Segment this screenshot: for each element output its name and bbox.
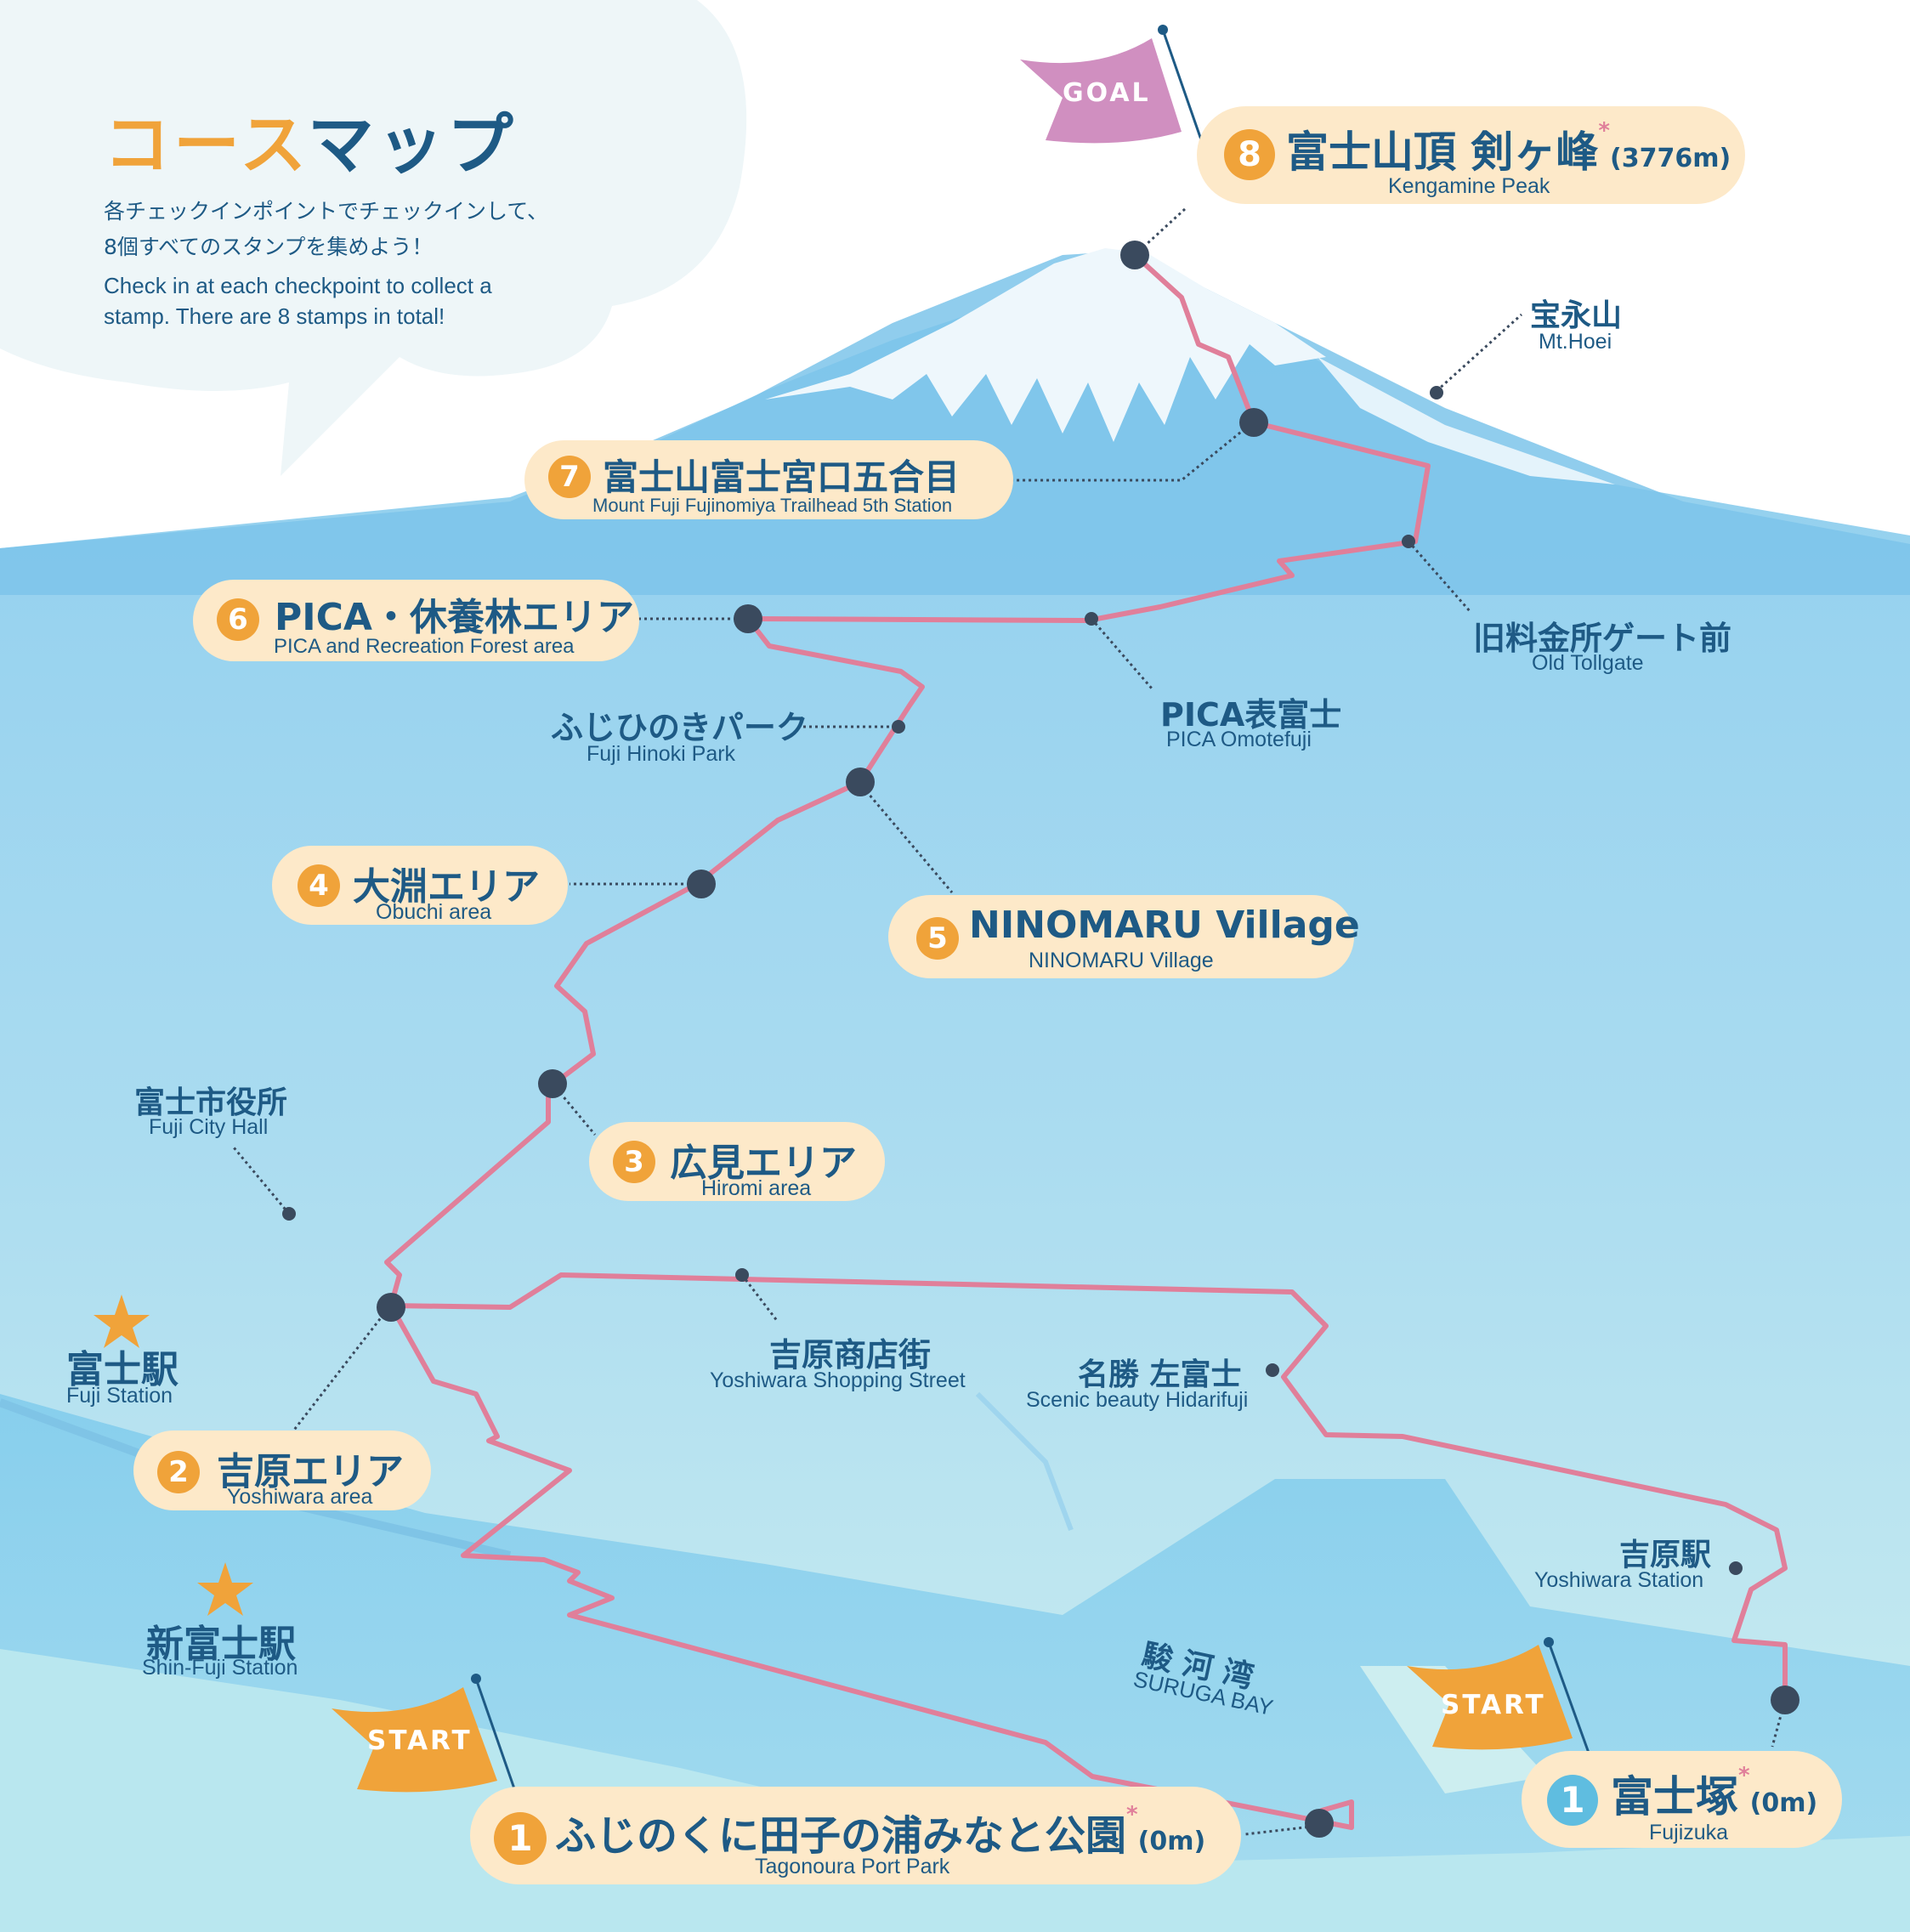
checkpoint-2[interactable]: 2 吉原エリア Yoshiwara area (133, 1431, 431, 1510)
checkpoint-name-jp: ふじのくに田子の浦みなと公園*(0m) (555, 1802, 1206, 1860)
shopping-street-label-en: Yoshiwara Shopping Street (710, 1368, 966, 1392)
hoei-label-en: Mt.Hoei (1539, 330, 1612, 354)
checkpoint-1-fujizuka[interactable]: 1 富士塚*(0m) Fujizuka (1522, 1751, 1842, 1848)
shinfuji-station-label-en: Shin-Fuji Station (142, 1656, 298, 1680)
checkpoint-8[interactable]: 8 富士山頂 剣ヶ峰*(3776m) Kengamine Peak (1197, 106, 1745, 204)
hinoki-label-jp: ふじひのきパーク (551, 709, 808, 746)
checkpoint-name-en: PICA and Recreation Forest area (274, 635, 575, 658)
shinfuji-station-label-jp: 新富士駅 (146, 1623, 296, 1666)
cityhall-label-jp: 富士市役所 (134, 1085, 288, 1120)
cityhall-label-en: Fuji City Hall (149, 1115, 269, 1139)
checkpoint-7[interactable]: 7 富士山富士宮口五合目 Mount Fuji Fujinomiya Trail… (524, 440, 1013, 519)
checkpoint-dots (377, 241, 1799, 1838)
yoshiwara-station-label-en: Yoshiwara Station (1534, 1568, 1704, 1592)
checkpoint-3[interactable]: 3 広見エリア Hiromi area (589, 1122, 885, 1201)
checkpoint-4[interactable]: 4 大淵エリア Obuchi area (272, 846, 568, 925)
description-en: Check in at each checkpoint to collect a… (104, 270, 492, 331)
star-icon (94, 1295, 150, 1348)
checkpoint-1-tagonoura[interactable]: 1 ふじのくに田子の浦みなと公園*(0m) Tagonoura Port Par… (470, 1787, 1241, 1884)
desc-en-line1: Check in at each checkpoint to collect a (104, 273, 492, 298)
checkpoint-name-jp: PICA・休養林エリア (275, 596, 634, 639)
snow-cap (765, 248, 1326, 442)
description-jp: 各チェックインポイントでチェックインして、 8個すべてのスタンプを集めよう！ (104, 194, 548, 265)
start-flag-right (1407, 1637, 1591, 1756)
small-points (282, 386, 1743, 1575)
star-icon (197, 1562, 253, 1616)
leader-lines (232, 207, 1787, 1836)
checkpoint-number: 7 (548, 456, 591, 498)
checkpoint-number: 2 (157, 1451, 200, 1493)
checkpoint-name-jp: NINOMARU Village (969, 904, 1360, 947)
hoei-label-jp: 宝永山 (1530, 298, 1623, 333)
checkpoint-number: 8 (1224, 129, 1275, 180)
speech-cloud (0, 0, 747, 476)
checkpoint-name-en: Obuchi area (376, 900, 492, 924)
fuji-station-label-jp: 富士駅 (66, 1348, 179, 1391)
pica-omotefuji-label-jp: PICA表富士 (1160, 696, 1342, 734)
checkpoint-name-en: Kengamine Peak (1388, 174, 1550, 198)
title-part2: マップ (307, 107, 517, 184)
checkpoint-name-en: Fujizuka (1649, 1821, 1729, 1844)
checkpoint-name-jp: 富士塚*(0m) (1611, 1763, 1818, 1822)
checkpoint-number: 1 (494, 1812, 547, 1865)
checkpoint-name-en: Mount Fuji Fujinomiya Trailhead 5th Stat… (592, 495, 953, 516)
goal-flag-label: GOAL (1063, 78, 1151, 108)
checkpoint-6[interactable]: 6 PICA・休養林エリア PICA and Recreation Forest… (193, 580, 639, 661)
checkpoint-5[interactable]: 5 NINOMARU Village NINOMARU Village (888, 895, 1360, 978)
yoshiwara-station-label-jp: 吉原駅 (1619, 1538, 1712, 1572)
checkpoint-number: 1 (1547, 1775, 1598, 1826)
start-flag-right-label: START (1441, 1690, 1546, 1720)
tollgate-label-en: Old Tollgate (1532, 651, 1644, 675)
pica-omotefuji-label-en: PICA Omotefuji (1166, 728, 1312, 751)
hinoki-label-en: Fuji Hinoki Park (587, 742, 736, 766)
checkpoint-number: 5 (916, 917, 959, 960)
start-flag-left (332, 1674, 518, 1794)
start-flag-left-label: START (367, 1725, 473, 1756)
checkpoint-name-en: Hiromi area (701, 1176, 812, 1200)
mountain-body (0, 251, 1910, 595)
fuji-station-label-en: Fuji Station (66, 1384, 173, 1408)
desc-en-line2: stamp. There are 8 stamps in total! (104, 303, 445, 329)
checkpoint-name-jp: 富士山富士宮口五合目 (603, 456, 961, 498)
hidarifuji-label-en: Scenic beauty Hidarifuji (1026, 1388, 1249, 1412)
desc-jp-line2: 8個すべてのスタンプを集めよう！ (104, 235, 434, 259)
title-part1: コース (104, 107, 308, 184)
checkpoint-name-en: Yoshiwara area (227, 1485, 373, 1509)
checkpoint-name-en: NINOMARU Village (1029, 949, 1214, 972)
checkpoint-number: 6 (217, 598, 259, 641)
checkpoint-number: 3 (613, 1141, 655, 1183)
checkpoint-name-jp: 富士山頂 剣ヶ峰*(3776m) (1286, 118, 1731, 177)
checkpoint-name-jp: 広見エリア (670, 1142, 857, 1185)
goal-flag (1020, 25, 1204, 145)
checkpoint-name-en: Tagonoura Port Park (755, 1855, 950, 1878)
checkpoint-name-jp: 大淵エリア (353, 865, 540, 909)
hidarifuji-label-jp: 名勝 左富士 (1078, 1357, 1242, 1392)
shopping-street-label-jp: 吉原商店街 (769, 1336, 932, 1374)
desc-jp-line1: 各チェックインポイントでチェックインして、 (104, 199, 549, 224)
tollgate-label-jp: 旧料金所ゲート前 (1473, 620, 1732, 657)
checkpoint-name-jp: 吉原エリア (217, 1450, 404, 1493)
page-title: コースマップ (104, 92, 517, 187)
checkpoint-number: 4 (298, 864, 340, 907)
river-mid (975, 1391, 1074, 1532)
